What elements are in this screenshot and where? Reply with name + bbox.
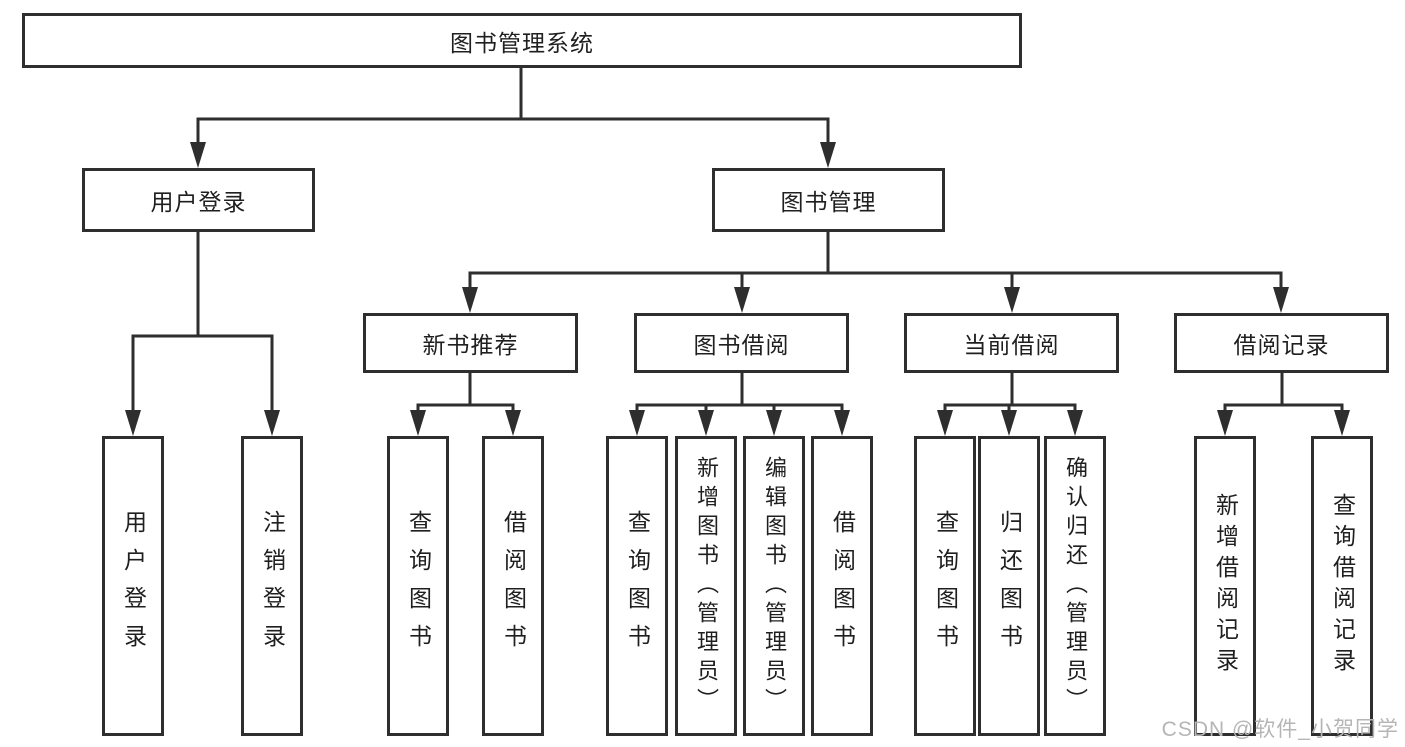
leaf-current-return: 归还图书 bbox=[978, 436, 1040, 736]
leaf-logout-login-label: 注销登录 bbox=[259, 510, 286, 662]
leaf-user-login-label: 用户登录 bbox=[120, 510, 147, 662]
connector-new-book-children bbox=[410, 371, 521, 436]
connector-root-to-level2 bbox=[190, 66, 836, 168]
leaf-new-book-borrow: 借阅图书 bbox=[482, 436, 544, 736]
node-user-login-label: 用户登录 bbox=[150, 189, 247, 215]
leaf-user-login: 用户登录 bbox=[102, 436, 164, 736]
watermark: CSDN @软件_小贺同学 bbox=[1161, 718, 1399, 741]
leaf-borrow-add-admin: 新增图书（管理员） bbox=[675, 436, 737, 736]
node-module-current-borrow: 当前借阅 bbox=[904, 313, 1119, 373]
node-module-new-book-label: 新书推荐 bbox=[422, 332, 519, 358]
leaf-record-add: 新增借阅记录 bbox=[1194, 436, 1256, 736]
leaf-current-return-label: 归还图书 bbox=[996, 510, 1023, 662]
node-module-borrow-records-label: 借阅记录 bbox=[1233, 332, 1330, 358]
node-book-management: 图书管理 bbox=[712, 168, 945, 232]
node-root-label: 图书管理系统 bbox=[450, 29, 594, 56]
node-user-login: 用户登录 bbox=[82, 168, 315, 232]
leaf-logout-login: 注销登录 bbox=[241, 436, 303, 736]
node-module-borrow-records: 借阅记录 bbox=[1174, 313, 1389, 373]
leaf-new-book-borrow-label: 借阅图书 bbox=[500, 510, 527, 662]
leaf-current-confirm-return-admin-label: 确认归还（管理员） bbox=[1063, 455, 1088, 717]
leaf-new-book-query: 查询图书 bbox=[387, 436, 449, 736]
leaf-borrow-book: 借阅图书 bbox=[811, 436, 873, 736]
leaf-current-query: 查询图书 bbox=[914, 436, 976, 736]
leaf-record-query: 查询借阅记录 bbox=[1311, 436, 1373, 736]
node-module-current-borrow-label: 当前借阅 bbox=[963, 332, 1060, 358]
node-module-book-borrow-label: 图书借阅 bbox=[693, 332, 790, 358]
connector-book-borrow-children bbox=[629, 371, 850, 436]
leaf-current-query-label: 查询图书 bbox=[932, 510, 959, 662]
connector-book-management-modules bbox=[462, 230, 1289, 313]
leaf-borrow-query: 查询图书 bbox=[606, 436, 668, 736]
leaf-borrow-edit-admin: 编辑图书（管理员） bbox=[743, 436, 805, 736]
node-root: 图书管理系统 bbox=[22, 13, 1022, 68]
leaf-current-confirm-return-admin: 确认归还（管理员） bbox=[1044, 436, 1106, 736]
connector-user-login-children bbox=[125, 230, 280, 436]
leaf-borrow-add-admin-label: 新增图书（管理员） bbox=[694, 455, 719, 717]
leaf-new-book-query-label: 查询图书 bbox=[405, 510, 432, 662]
connector-current-borrow-children bbox=[937, 371, 1083, 436]
leaf-borrow-query-label: 查询图书 bbox=[624, 510, 651, 662]
leaf-record-query-label: 查询借阅记录 bbox=[1329, 493, 1356, 679]
connector-borrow-records-children bbox=[1217, 371, 1350, 436]
node-book-management-label: 图书管理 bbox=[780, 189, 877, 215]
node-module-book-borrow: 图书借阅 bbox=[634, 313, 849, 373]
leaf-borrow-book-label: 借阅图书 bbox=[829, 510, 856, 662]
node-module-new-book: 新书推荐 bbox=[363, 313, 578, 373]
leaf-record-add-label: 新增借阅记录 bbox=[1212, 493, 1239, 679]
leaf-borrow-edit-admin-label: 编辑图书（管理员） bbox=[762, 455, 787, 717]
